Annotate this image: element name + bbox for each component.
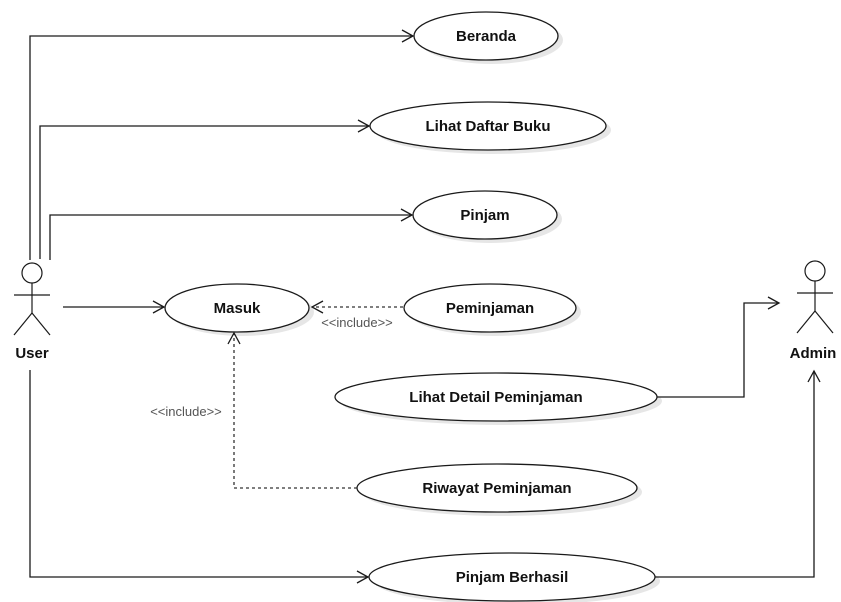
use-case-beranda[interactable]: Beranda: [413, 11, 563, 64]
assoc-user-beranda: [29, 29, 415, 260]
assoc-pinjam-berhasil-admin: [655, 369, 821, 578]
actor-user-head: [21, 262, 43, 284]
use-case-riwayat-peminjaman[interactable]: Riwayat Peminjaman: [356, 463, 642, 516]
connector-line: [39, 125, 369, 259]
use-case-masuk[interactable]: Masuk: [164, 283, 314, 336]
actor-admin-head: [804, 260, 826, 282]
arrowhead-icon: [310, 300, 324, 314]
use-case-peminjaman[interactable]: Peminjaman: [403, 283, 581, 336]
arrowhead-icon: [401, 29, 415, 43]
dependency-line: [233, 333, 357, 489]
use-case-lihat-daftar-buku[interactable]: Lihat Daftar Buku: [369, 101, 611, 154]
use-case-label: Lihat Daftar Buku: [425, 118, 550, 135]
assoc-user-pinjam: [49, 208, 414, 260]
use-case-label: Riwayat Peminjaman: [422, 480, 571, 497]
include-stereotype-label: <<include>>: [150, 404, 222, 419]
use-case-label: Masuk: [214, 300, 261, 317]
assoc-user-lihat-daftar-buku: [39, 119, 371, 259]
actor-admin-left-leg: [796, 310, 816, 334]
include-peminjaman-masuk: <<include>>: [310, 300, 403, 330]
arrowhead-icon: [400, 208, 414, 222]
use-case-label: Pinjam: [460, 207, 509, 224]
actor-user-label: User: [15, 345, 49, 362]
assoc-user-masuk: [63, 300, 166, 314]
use-case-pinjam[interactable]: Pinjam: [412, 190, 562, 243]
arrowhead-icon: [767, 296, 781, 310]
connector-line: [29, 370, 368, 578]
actor-admin[interactable]: Admin: [790, 260, 837, 362]
actor-user-left-leg: [13, 312, 33, 336]
assoc-user-pinjam-berhasil: [29, 370, 370, 584]
actor-admin-label: Admin: [790, 345, 837, 362]
arrowhead-icon: [152, 300, 166, 314]
include-riwayat-masuk: <<include>>: [150, 331, 357, 489]
arrowhead-icon: [807, 369, 821, 383]
arrowhead-icon: [357, 119, 371, 133]
use-case-label: Pinjam Berhasil: [456, 569, 569, 586]
use-case-lihat-detail-peminjaman[interactable]: Lihat Detail Peminjaman: [334, 372, 662, 425]
assoc-lihat-detail-admin: [657, 296, 781, 398]
connector-line: [49, 214, 412, 260]
actor-user[interactable]: User: [13, 262, 51, 362]
connector-line: [29, 35, 413, 260]
connector-line: [655, 371, 815, 578]
arrowhead-icon: [356, 570, 370, 584]
use-case-ellipse: [164, 283, 310, 333]
actor-user-right-leg: [31, 312, 51, 336]
use-case-ellipse: [403, 283, 577, 333]
include-stereotype-label: <<include>>: [321, 315, 393, 330]
actor-admin-right-leg: [814, 310, 834, 334]
use-case-label: Lihat Detail Peminjaman: [409, 389, 582, 406]
arrowhead-icon: [227, 331, 241, 345]
connector-line: [657, 302, 779, 398]
use-case-label: Beranda: [456, 28, 517, 45]
use-case-pinjam-berhasil[interactable]: Pinjam Berhasil: [368, 552, 660, 602]
use-case-label: Peminjaman: [446, 300, 534, 317]
